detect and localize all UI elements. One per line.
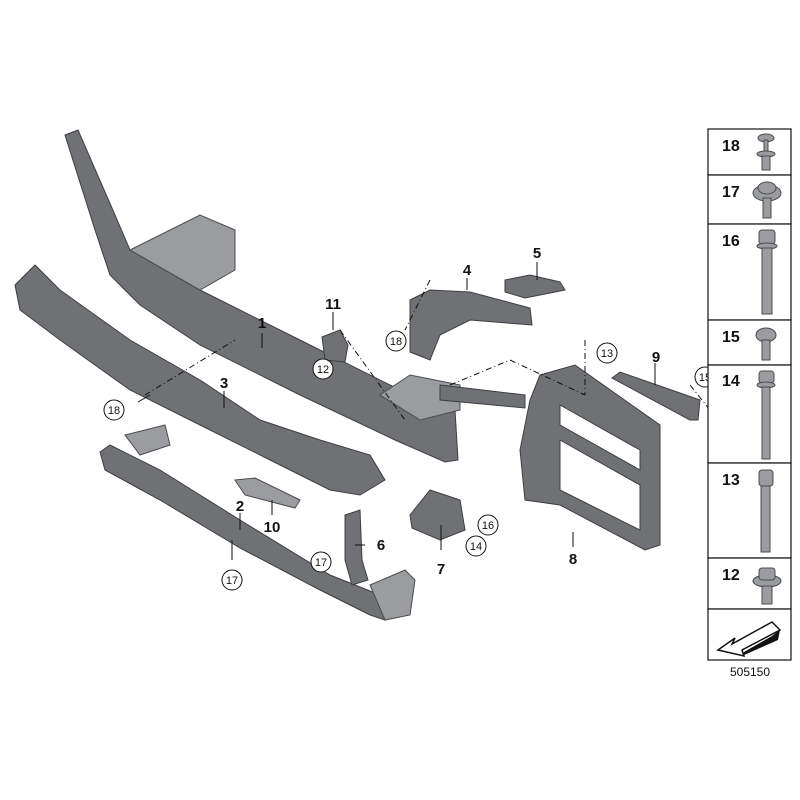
callout-4: 4 bbox=[463, 262, 472, 279]
part-1-arm bbox=[439, 384, 526, 409]
callout-6: 6 bbox=[377, 537, 385, 554]
fastener-16-icon bbox=[756, 229, 778, 315]
fastener-14-icon bbox=[756, 370, 776, 460]
svg-text:17: 17 bbox=[315, 557, 327, 569]
part-9-strut bbox=[611, 371, 701, 421]
svg-text:14: 14 bbox=[470, 541, 482, 553]
figure-number: 505150 bbox=[730, 665, 770, 679]
callout-2: 2 bbox=[236, 498, 244, 515]
fastener-legend: 18 17 16 15 14 13 12 bbox=[707, 128, 792, 661]
callout-5: 5 bbox=[533, 245, 541, 262]
part-6-bracket bbox=[344, 509, 369, 586]
circled-callout-17: 17 bbox=[310, 551, 332, 573]
circled-callout-16: 16 bbox=[477, 514, 499, 536]
dash-line bbox=[144, 279, 711, 421]
callout-11: 11 bbox=[325, 296, 341, 313]
fastener-15-icon bbox=[755, 327, 777, 361]
circled-callout-14: 14 bbox=[465, 535, 487, 557]
fastener-18-icon bbox=[756, 133, 776, 171]
fastener-13-icon bbox=[758, 469, 774, 553]
svg-text:12: 12 bbox=[317, 364, 329, 376]
svg-text:18: 18 bbox=[108, 405, 120, 417]
svg-text:16: 16 bbox=[482, 520, 494, 532]
part-4-bracket bbox=[409, 289, 533, 361]
callout-10: 10 bbox=[264, 519, 281, 536]
legend-label-13: 13 bbox=[722, 472, 740, 489]
callout-9: 9 bbox=[652, 349, 660, 366]
svg-text:18: 18 bbox=[390, 336, 402, 348]
circled-callout-18: 18 bbox=[385, 330, 407, 352]
callout-1: 1 bbox=[258, 315, 266, 332]
direction-arrow-icon bbox=[716, 621, 782, 658]
legend-label-14: 14 bbox=[722, 373, 740, 390]
svg-text:13: 13 bbox=[601, 348, 613, 360]
callout-7: 7 bbox=[437, 561, 445, 578]
part-10-plate bbox=[234, 477, 301, 509]
leader-lines bbox=[137, 262, 656, 560]
svg-text:17: 17 bbox=[226, 575, 238, 587]
legend-label-17: 17 bbox=[722, 184, 740, 201]
part-8-frame bbox=[519, 364, 661, 551]
part-2-bar bbox=[99, 424, 416, 621]
fastener-17-icon bbox=[752, 181, 782, 219]
legend-label-12: 12 bbox=[722, 567, 740, 584]
part-7-bracket bbox=[409, 489, 466, 541]
circled-callout-17: 17 bbox=[221, 569, 243, 591]
circled-callout-12: 12 bbox=[312, 358, 334, 380]
part-3-lower-carrier bbox=[14, 264, 386, 496]
circled-callout-13: 13 bbox=[596, 342, 618, 364]
legend-label-16: 16 bbox=[722, 233, 740, 250]
circled-callout-18: 18 bbox=[103, 399, 125, 421]
part-11-clip bbox=[321, 329, 349, 363]
callout-3: 3 bbox=[220, 375, 228, 392]
fastener-12-icon bbox=[752, 567, 782, 605]
callout-8: 8 bbox=[569, 551, 577, 568]
part-5-bracket bbox=[504, 274, 566, 299]
legend-label-15: 15 bbox=[722, 329, 740, 346]
legend-label-18: 18 bbox=[722, 138, 740, 155]
